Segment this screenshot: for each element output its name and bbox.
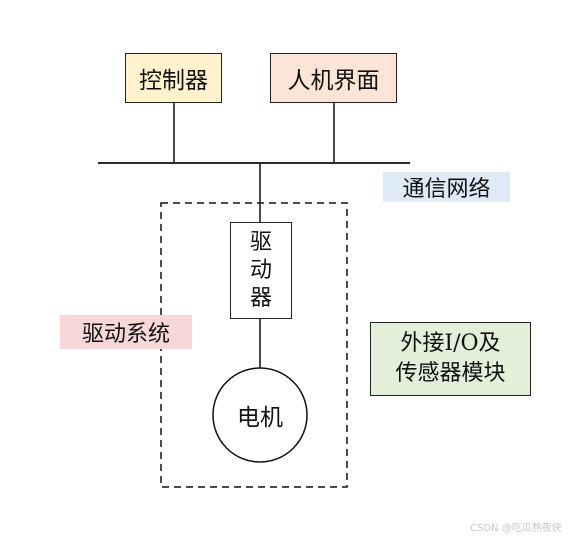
- network-label-box: 通信网络: [383, 172, 510, 202]
- controller-box: 控制器: [125, 53, 222, 103]
- drive-label: 驱 动 器: [249, 229, 272, 311]
- io-module-label-line2: 传感器模块: [395, 361, 506, 386]
- hmi-label: 人机界面: [287, 68, 380, 94]
- drive-system-label: 驱动系统: [81, 322, 170, 347]
- motor-label-box: 电机: [213, 395, 307, 435]
- drive-system-label-box: 驱动系统: [60, 315, 192, 349]
- io-module-label-line1: 外接I/O及: [400, 331, 501, 356]
- motor-circle: [212, 367, 308, 463]
- watermark-text: CSDN @吃瓜熬夜侠: [470, 523, 562, 534]
- controller-label: 控制器: [139, 68, 208, 94]
- io-module-box: 外接I/O及 传感器模块: [370, 322, 531, 396]
- hmi-box: 人机界面: [270, 53, 397, 103]
- motor-label: 电机: [237, 405, 283, 431]
- network-label: 通信网络: [402, 177, 491, 202]
- drive-box: 驱 动 器: [230, 222, 292, 319]
